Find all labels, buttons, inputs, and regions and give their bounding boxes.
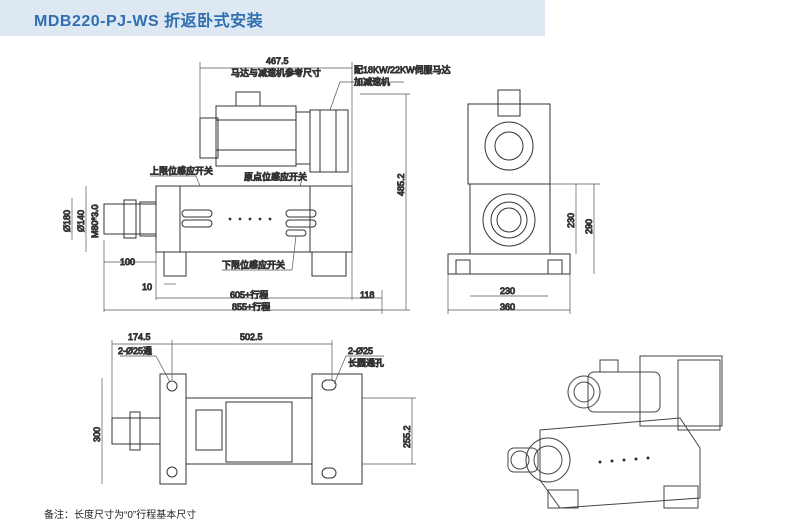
- lower-switch-label: 下限位感应开关: [222, 259, 285, 270]
- title-bar: MDB220-PJ-WS 折返卧式安装: [0, 0, 545, 36]
- dim-d180: Ø180: [62, 210, 72, 232]
- dim-10: 10: [142, 282, 152, 292]
- dim-m80: M80*3.0: [90, 204, 100, 238]
- reducer-body: [309, 109, 349, 173]
- dim-side-290: 290: [584, 219, 594, 234]
- origin-switch-slot: [285, 209, 317, 218]
- top-motor: [225, 401, 293, 463]
- iso-cylinder-body: [539, 417, 701, 509]
- slot-right-label: 长圆通孔: [348, 357, 384, 368]
- upper-switch-slot: [181, 209, 213, 218]
- cylinder-body: [155, 185, 353, 253]
- motor-body: [215, 105, 297, 167]
- dim-side-230w: 230: [500, 286, 515, 296]
- dim-485-2: 485.2: [396, 173, 406, 196]
- motor-endcap: [199, 117, 219, 159]
- side-base: [447, 253, 571, 275]
- front-view: [71, 62, 410, 314]
- dim-stroke-855: 855+行程: [232, 301, 270, 312]
- dim-stroke-605: 605+行程: [230, 289, 268, 300]
- side-view: [447, 89, 600, 314]
- hole-right-label: 2-Ø25: [348, 346, 373, 356]
- rod-end: [103, 203, 157, 235]
- dim-174-5: 174.5: [128, 332, 151, 342]
- dim-100: 100: [120, 257, 135, 267]
- top-cylinder: [185, 397, 313, 465]
- origin-switch-label: 原点位感应开关: [244, 171, 307, 182]
- dim-side-230h: 230: [566, 213, 576, 228]
- dim-300: 300: [92, 427, 102, 442]
- servo-note: 配18KW/22KW伺服马达: [354, 64, 451, 75]
- footnote: 备注：长度尺寸为“0”行程基本尺寸: [44, 510, 197, 521]
- dim-118: 118: [360, 290, 374, 300]
- top-right-flange: [311, 373, 363, 485]
- iso-view: [507, 355, 723, 509]
- motor-ref-label: 马达与减速机参考尺寸: [231, 67, 321, 78]
- top-rod: [111, 417, 161, 445]
- motor-connector: [235, 91, 261, 107]
- upper-switch-label: 上限位感应开关: [150, 165, 213, 176]
- dim-d140: Ø140: [76, 210, 86, 232]
- reducer-note: 加减速机: [354, 76, 390, 87]
- dim-467-5: 467.5: [266, 56, 289, 66]
- dim-side-360: 360: [500, 302, 515, 312]
- dim-255-2: 255.2: [402, 425, 412, 448]
- dim-502-5: 502.5: [240, 332, 263, 342]
- page-title: MDB220-PJ-WS 折返卧式安装: [34, 13, 264, 30]
- hole-left-label: 2-Ø25通: [118, 346, 152, 356]
- top-view: [101, 340, 416, 485]
